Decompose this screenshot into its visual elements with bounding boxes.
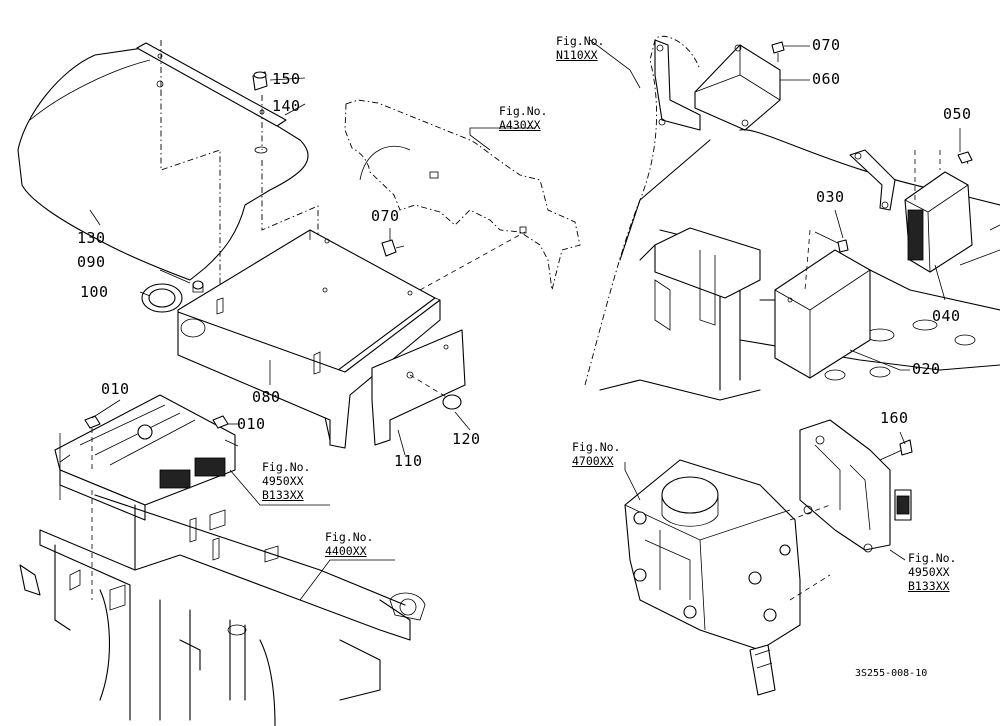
grommet-120-drawing (442, 394, 462, 410)
plug-090-drawing (192, 280, 204, 293)
strip-140-drawing (136, 42, 287, 127)
fig-ref-4950-left-line2: B133XX (262, 488, 304, 502)
fig-ref-n110-prefix: Fig.No. (556, 34, 605, 48)
fig-ref-a430-prefix: Fig.No. (499, 104, 548, 118)
bracket-110-drawing (371, 329, 466, 446)
label-070-left: 070 (371, 207, 400, 225)
fig-ref-4950-right-prefix: Fig.No. (908, 551, 957, 565)
label-090: 090 (77, 253, 106, 271)
label-140: 140 (272, 97, 301, 115)
ecu-unit-left-drawing (54, 394, 239, 521)
fig-ref-4700-prefix: Fig.No. (572, 440, 621, 454)
fig-ref-4950-right-line2: B133XX (908, 579, 950, 593)
bolt-070-right-drawing (771, 41, 785, 62)
label-030: 030 (816, 188, 845, 206)
label-130: 130 (77, 229, 106, 247)
fig-ref-4400-code: 4400XX (325, 544, 367, 558)
fig-ref-a430: Fig.No. A430XX (499, 104, 547, 132)
fig-ref-4700-code: 4700XX (572, 454, 614, 468)
bolt-030-drawing (814, 231, 849, 253)
label-070-right: 070 (812, 36, 841, 54)
label-040: 040 (932, 307, 961, 325)
ecu-4700-drawing (624, 459, 801, 696)
bracket-050-drawing (849, 149, 896, 211)
fig-ref-n110: Fig.No. N110XX (556, 34, 604, 62)
bracket-4950-right-drawing (799, 419, 912, 553)
fig-ref-4950-left: Fig.No. 4950XX B133XX (262, 460, 310, 502)
ecu-040-drawing (904, 171, 973, 273)
nut-010-a-drawing (84, 415, 101, 429)
label-020: 020 (912, 360, 941, 378)
label-110: 110 (394, 452, 423, 470)
label-160: 160 (880, 409, 909, 427)
label-010-a: 010 (101, 380, 130, 398)
label-050: 050 (943, 105, 972, 123)
module-060-drawing (694, 44, 781, 131)
bracket-n110-drawing (654, 39, 701, 131)
fig-ref-4950-right-line1: 4950XX (908, 565, 950, 579)
label-100: 100 (80, 283, 109, 301)
label-010-b: 010 (237, 415, 266, 433)
bolt-160-drawing (879, 439, 913, 461)
cover-130-drawing (17, 46, 309, 281)
label-080: 080 (252, 388, 281, 406)
ecu-020-drawing (774, 249, 871, 379)
frame-4400-drawing (19, 494, 426, 726)
fig-ref-4400-prefix: Fig.No. (325, 530, 374, 544)
label-150: 150 (272, 70, 301, 88)
fig-ref-4400: Fig.No. 4400XX (325, 530, 373, 558)
tray-080-drawing (177, 229, 441, 449)
drawing-code: 3S255-008-10 (855, 668, 928, 679)
label-120: 120 (452, 430, 481, 448)
nut-150-drawing (252, 71, 268, 91)
fig-ref-n110-code: N110XX (556, 48, 598, 62)
fig-ref-a430-code: A430XX (499, 118, 541, 132)
fig-ref-4700: Fig.No. 4700XX (572, 440, 620, 468)
fig-ref-4950-left-line1: 4950XX (262, 474, 304, 488)
fig-ref-4950-right: Fig.No. 4950XX B133XX (908, 551, 956, 593)
ring-100-drawing (141, 283, 183, 313)
label-060: 060 (812, 70, 841, 88)
fig-ref-4950-left-prefix: Fig.No. (262, 460, 311, 474)
bolt-070-left-drawing (381, 239, 405, 257)
